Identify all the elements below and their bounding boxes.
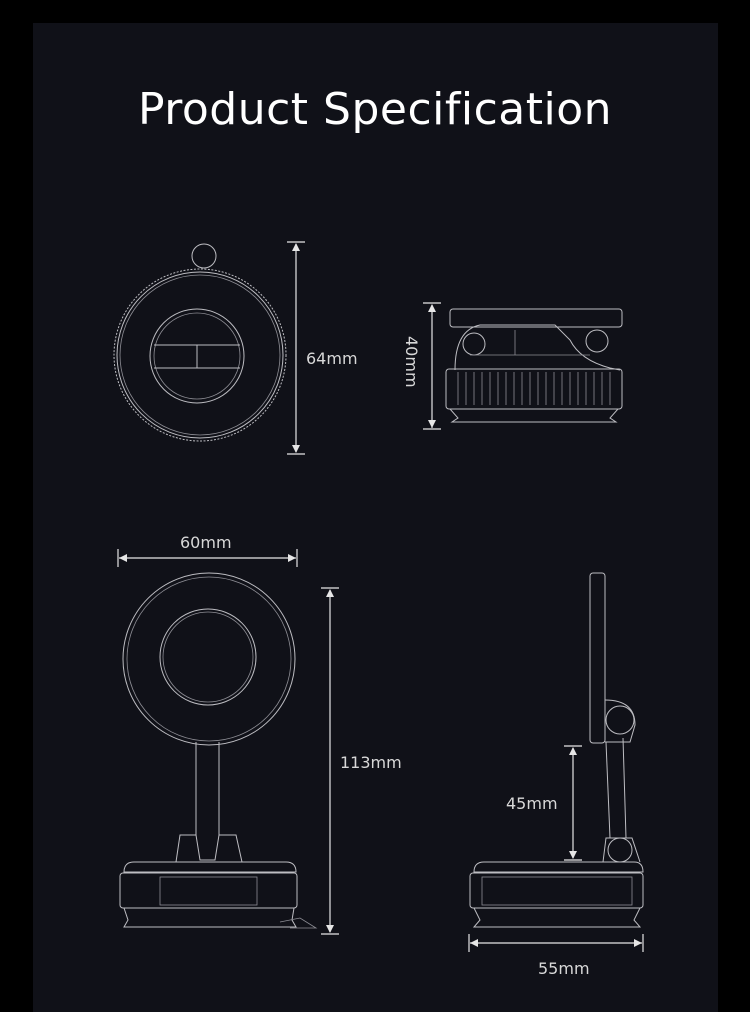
front-view-extended xyxy=(119,572,318,929)
dimension-64mm: 64mm xyxy=(287,241,358,455)
dimension-45mm: 45mm xyxy=(506,745,582,861)
dimension-40mm: 40mm xyxy=(402,302,441,430)
side-view-extended xyxy=(469,572,644,928)
dimension-55mm: 55mm xyxy=(468,934,644,978)
side-view-folded xyxy=(445,308,623,423)
spec-panel xyxy=(33,23,718,1012)
label-60mm: 60mm xyxy=(180,533,232,552)
label-40mm: 40mm xyxy=(402,336,421,388)
front-view-folded xyxy=(113,243,287,442)
dimension-113mm: 113mm xyxy=(321,587,402,935)
dimension-60mm: 60mm xyxy=(117,533,298,567)
label-55mm: 55mm xyxy=(538,959,590,978)
label-113mm: 113mm xyxy=(340,753,402,772)
label-64mm: 64mm xyxy=(306,349,358,368)
label-45mm: 45mm xyxy=(506,794,558,813)
knurl-lines-top xyxy=(457,372,611,405)
page-title: Product Specification xyxy=(137,84,613,135)
